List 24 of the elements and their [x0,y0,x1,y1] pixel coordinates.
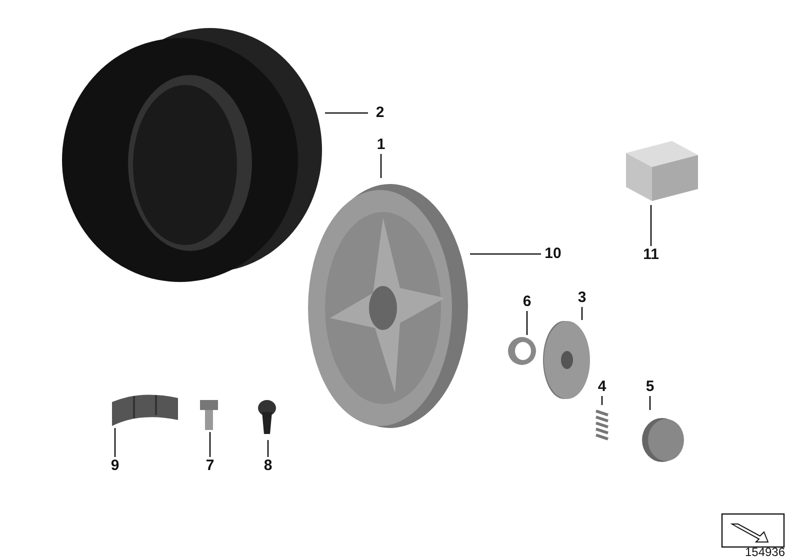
callout-number: 3 [572,289,592,307]
callout-number: 2 [368,104,392,122]
leader-line [601,396,603,405]
leader-line [650,205,652,246]
callout-number: 7 [200,457,220,475]
part-number-label: 154936 [744,545,786,559]
leader-line [470,253,541,255]
callout-number: 11 [640,246,662,264]
callout-number: 6 [517,293,537,311]
callout-number: 4 [592,378,612,396]
leader-line [581,307,583,320]
callout-number: 5 [640,378,660,396]
callout-number: 1 [371,136,391,154]
leader-line [325,112,368,114]
leader-line [114,428,116,457]
callout-number: 10 [541,245,565,263]
leader-line [380,154,382,178]
leader-line [209,432,211,457]
leader-line [267,440,269,457]
center-cap-picture [542,320,591,400]
leader-line [526,311,528,335]
leader-line [649,396,651,410]
callout-number: 8 [258,457,278,475]
callout-number: 9 [105,457,125,475]
